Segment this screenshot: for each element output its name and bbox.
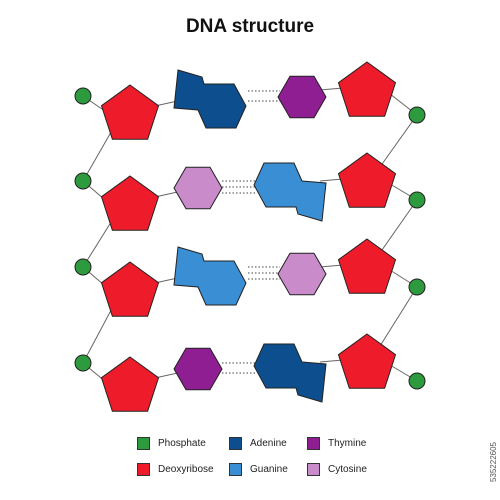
phosphate-right [408,278,426,296]
legend-item-phosphate: Phosphate [137,436,206,450]
legend-label: Thymine [328,437,367,449]
phosphate-right [408,372,426,390]
legend-swatch [229,462,242,476]
legend-item-deoxyribose: Deoxyribose [137,462,214,476]
base-adenine [253,343,327,403]
glycosidic-bond [319,264,344,268]
deoxyribose-right [337,238,397,294]
legend-swatch [137,436,150,450]
legend-label: Adenine [250,437,287,449]
legend-label: Cytosine [328,463,367,475]
phosphate-right [408,191,426,209]
legend-item-guanine: Guanine [229,462,288,476]
phosphate-left [74,172,92,190]
base-cytosine [277,252,327,296]
base-guanine [253,162,327,222]
legend-swatch [307,436,320,450]
base-guanine [173,246,247,306]
stock-id-text: 535222605 [489,442,498,483]
legend-label: Guanine [250,463,288,475]
legend-swatch [229,436,242,450]
deoxyribose-right [337,152,397,208]
page-title: DNA structure [185,16,315,37]
phosphate-left [74,258,92,276]
base-thymine [277,75,327,119]
legend-swatch [137,462,150,476]
legend-item-thymine: Thymine [307,436,366,450]
glycosidic-bond [319,87,344,91]
glycosidic-bond [319,178,344,182]
base-adenine [173,69,247,129]
base-thymine [173,347,223,391]
deoxyribose-left [100,261,160,317]
phosphate-left [74,87,92,105]
deoxyribose-left [100,84,160,140]
phosphate-right [408,106,426,124]
legend-item-adenine: Adenine [229,436,287,450]
legend-label: Deoxyribose [158,463,214,475]
deoxyribose-right [337,333,397,389]
phosphate-left [74,354,92,372]
legend-item-cytosine: Cytosine [307,462,367,476]
base-cytosine [173,166,223,210]
glycosidic-bond [319,359,344,363]
deoxyribose-left [100,356,160,412]
deoxyribose-right [337,61,397,117]
deoxyribose-left [100,175,160,231]
legend-swatch [307,462,320,476]
legend-label: Phosphate [158,437,206,449]
